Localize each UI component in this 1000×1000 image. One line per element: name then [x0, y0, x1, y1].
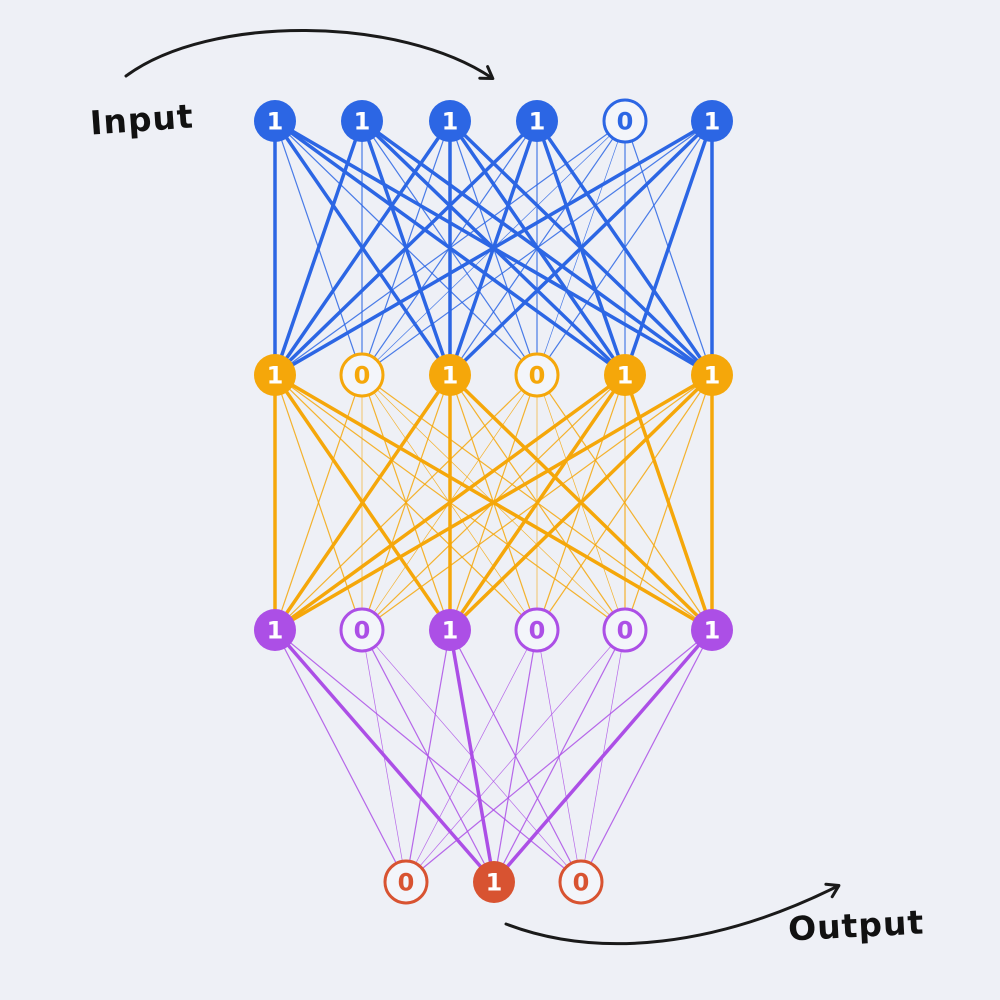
- nodes-group: 1 1 1 1 0 1 1 0 1 0 1 1 1 0 1 0 0 1 0 1 0: [254, 98, 733, 905]
- node-value: 1: [267, 108, 284, 136]
- node-value: 0: [529, 617, 546, 645]
- edge-hidden-layer-2-2-to-1: [361, 629, 407, 883]
- node-circle-hollow: [514, 352, 560, 398]
- node-circle-hollow: [602, 607, 648, 653]
- node-value: 0: [398, 869, 415, 897]
- node-circle-hollow: [339, 607, 385, 653]
- node-hidden-layer-2-2: 0: [339, 607, 385, 653]
- node-hidden-layer-2-4: 0: [514, 607, 560, 653]
- node-circle-filled: [429, 100, 471, 142]
- node-input-layer-3: 1: [429, 100, 471, 142]
- node-circle-filled: [341, 100, 383, 142]
- node-hidden-layer-1-2: 0: [339, 352, 385, 398]
- node-circle-filled: [429, 354, 471, 396]
- node-circle-filled: [691, 100, 733, 142]
- node-value: 1: [354, 108, 371, 136]
- edge-hidden-layer-2-5-to-1: [405, 629, 626, 883]
- edge-input-layer-2-to-1: [273, 120, 364, 376]
- edge-hidden-layer-2-1-to-2: [273, 628, 496, 884]
- node-circle-hollow: [558, 859, 604, 905]
- edge-hidden-layer-2-3-to-2: [448, 629, 496, 883]
- node-hidden-layer-1-1: 1: [254, 354, 296, 396]
- node-output-layer-1: 0: [383, 859, 429, 905]
- edge-hidden-layer-2-1-to-1: [274, 629, 407, 883]
- edge-hidden-layer-2-6-to-2: [492, 628, 714, 884]
- node-input-layer-5: 0: [602, 98, 648, 144]
- node-circle-filled: [473, 861, 515, 903]
- edges-group: [273, 119, 714, 884]
- arrows-group: [124, 29, 841, 946]
- edge-input-layer-6-to-3: [448, 119, 714, 377]
- edge-hidden-layer-1-6-to-2: [361, 374, 713, 631]
- node-hidden-layer-1-3: 1: [429, 354, 471, 396]
- node-circle-filled: [604, 354, 646, 396]
- edge-input-layer-6-to-4: [536, 120, 713, 376]
- node-circle-filled: [691, 609, 733, 651]
- node-hidden-layer-1-6: 1: [691, 354, 733, 396]
- node-circle-hollow: [514, 607, 560, 653]
- edge-hidden-layer-1-4-to-1: [274, 374, 538, 631]
- node-circle-filled: [429, 609, 471, 651]
- node-input-layer-6: 1: [691, 100, 733, 142]
- node-input-layer-1: 1: [254, 100, 296, 142]
- output-arrow: [504, 882, 841, 946]
- node-circle-filled: [516, 100, 558, 142]
- edge-hidden-layer-1-2-to-1: [274, 374, 363, 631]
- node-value: 1: [529, 108, 546, 136]
- node-circle-filled: [254, 609, 296, 651]
- node-circle-hollow: [383, 859, 429, 905]
- node-value: 1: [267, 617, 284, 645]
- edge-hidden-layer-2-6-to-1: [405, 629, 713, 883]
- node-value: 0: [617, 617, 634, 645]
- node-circle-filled: [691, 354, 733, 396]
- node-hidden-layer-2-3: 1: [429, 609, 471, 651]
- output-label: Output: [787, 902, 926, 949]
- node-value: 1: [617, 362, 634, 390]
- node-value: 1: [442, 108, 459, 136]
- edge-hidden-layer-1-6-to-1: [274, 373, 713, 632]
- edge-hidden-layer-2-3-to-1: [405, 629, 451, 883]
- node-value: 1: [704, 362, 721, 390]
- node-hidden-layer-1-5: 1: [604, 354, 646, 396]
- edge-input-layer-3-to-1: [273, 120, 452, 376]
- edge-input-layer-6-to-1: [274, 119, 713, 377]
- edge-input-layer-4-to-1: [273, 119, 539, 377]
- node-value: 1: [267, 362, 284, 390]
- node-output-layer-3: 0: [558, 859, 604, 905]
- node-value: 1: [704, 617, 721, 645]
- node-value: 1: [442, 617, 459, 645]
- node-value: 0: [573, 869, 590, 897]
- node-value: 1: [442, 362, 459, 390]
- node-value: 0: [617, 108, 634, 136]
- edge-hidden-layer-2-6-to-3: [580, 629, 713, 883]
- edge-hidden-layer-1-6-to-5: [624, 374, 713, 631]
- edge-input-layer-6-to-5: [623, 120, 714, 376]
- edge-hidden-layer-1-5-to-1: [273, 373, 627, 632]
- edge-hidden-layer-1-3-to-1: [273, 374, 452, 631]
- edge-hidden-layer-2-4-to-1: [405, 629, 538, 883]
- edge-input-layer-6-to-2: [361, 120, 713, 376]
- node-hidden-layer-2-5: 0: [602, 607, 648, 653]
- node-hidden-layer-1-4: 0: [514, 352, 560, 398]
- node-value: 0: [354, 617, 371, 645]
- node-value: 0: [354, 362, 371, 390]
- input-label: Input: [88, 96, 195, 143]
- node-input-layer-4: 1: [516, 100, 558, 142]
- node-input-layer-2: 1: [341, 100, 383, 142]
- node-circle-hollow: [339, 352, 385, 398]
- edge-input-layer-5-to-1: [274, 120, 626, 376]
- node-circle-filled: [254, 100, 296, 142]
- node-circle-hollow: [602, 98, 648, 144]
- node-value: 0: [529, 362, 546, 390]
- edge-hidden-layer-1-6-to-3: [448, 373, 714, 632]
- node-hidden-layer-2-1: 1: [254, 609, 296, 651]
- node-circle-filled: [254, 354, 296, 396]
- node-output-layer-2: 1: [473, 861, 515, 903]
- node-hidden-layer-2-6: 1: [691, 609, 733, 651]
- node-value: 1: [704, 108, 721, 136]
- input-arrow: [124, 29, 495, 81]
- edge-hidden-layer-1-6-to-4: [536, 374, 713, 631]
- node-value: 1: [486, 869, 503, 897]
